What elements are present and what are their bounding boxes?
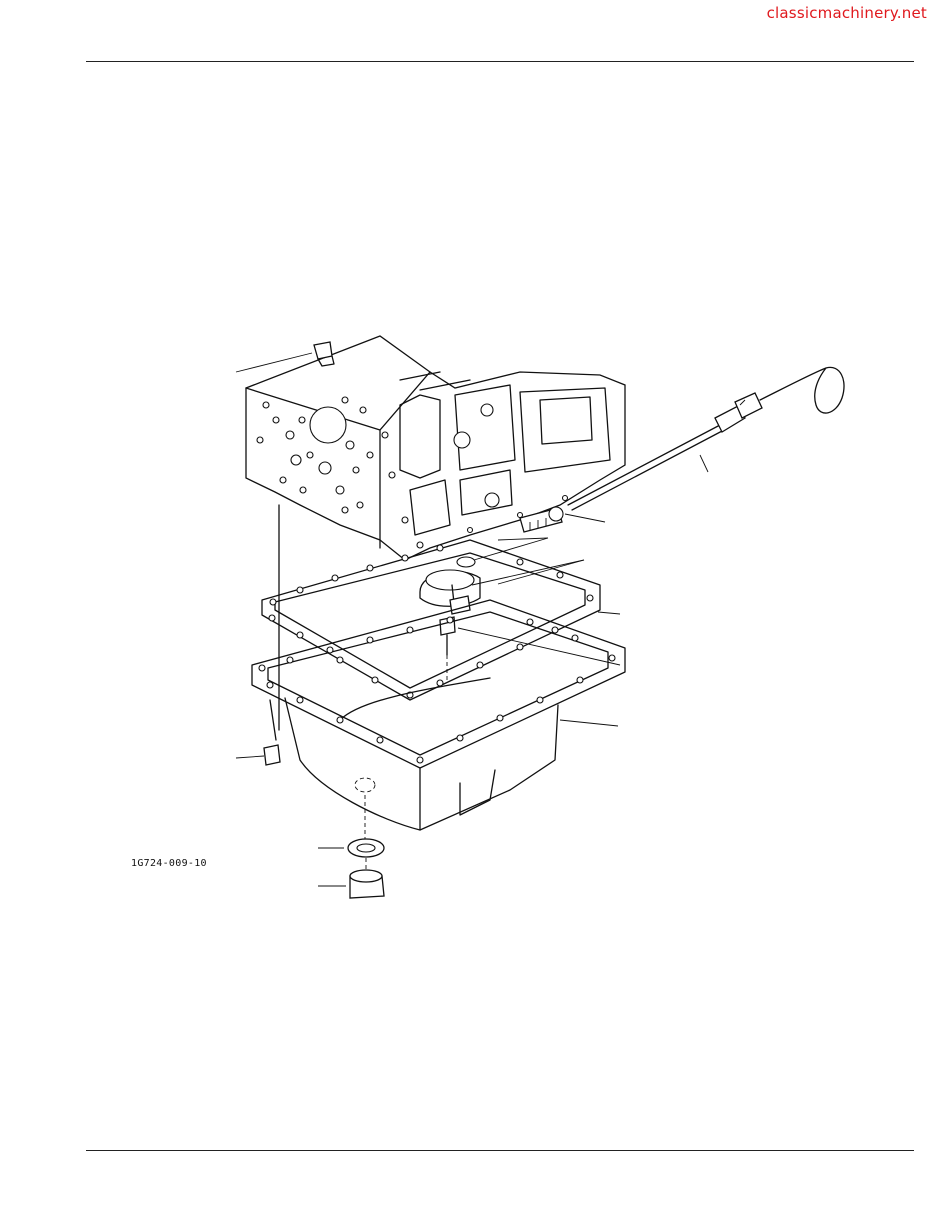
leader-lines <box>497 537 585 585</box>
engine-block <box>245 335 626 561</box>
block-plug <box>235 341 335 373</box>
dipstick-guide <box>519 506 606 533</box>
watermark-text: classicmachinery.net <box>766 4 927 22</box>
oil-strainer <box>419 537 585 615</box>
oil-pan <box>251 599 626 831</box>
oil-pan-bolt <box>235 504 281 766</box>
oil-pan-gasket <box>261 539 621 701</box>
header-rule <box>86 61 914 62</box>
figure-code: 1G724-009-10 <box>131 858 207 869</box>
dipstick <box>567 366 845 511</box>
strainer-bolt <box>439 616 621 680</box>
footer-rule <box>86 1150 914 1151</box>
drain-plug-assembly <box>318 795 385 899</box>
